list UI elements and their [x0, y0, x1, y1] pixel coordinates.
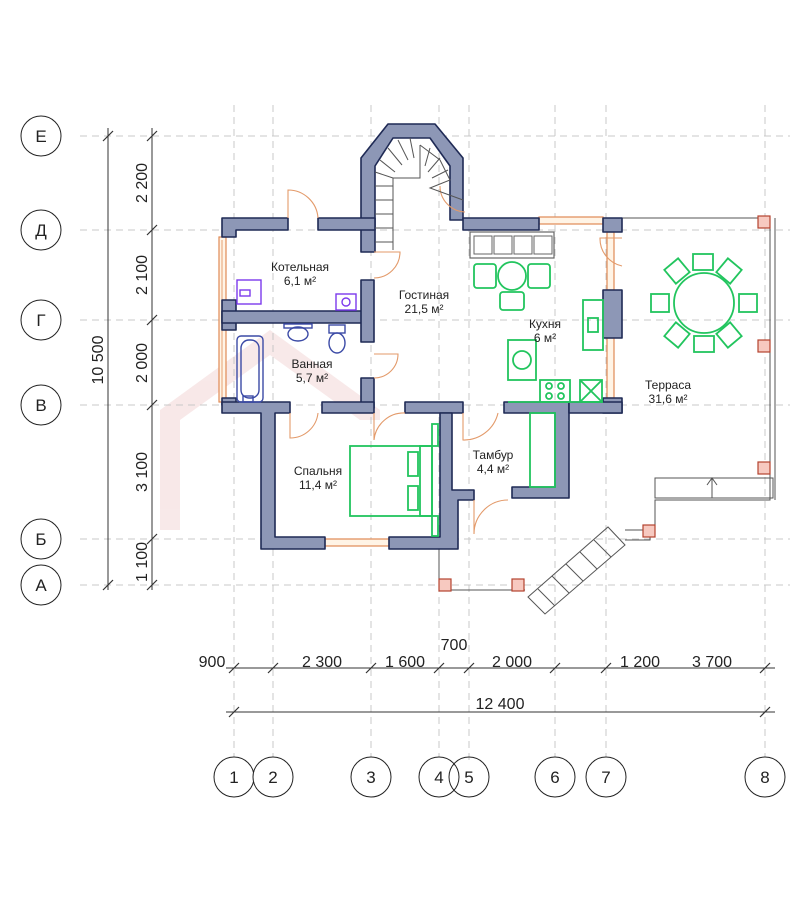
row-axis-marker-a: А [20, 564, 62, 606]
terrace-structure [438, 215, 776, 615]
vertical-dimensions: 10 500 2 200 2 100 2 000 3 100 1 100 [90, 128, 158, 591]
svg-text:Б: Б [35, 530, 46, 549]
svg-text:Г: Г [36, 311, 45, 330]
dim-segment: 2 200 [134, 163, 151, 203]
furniture [236, 231, 758, 537]
terrace-post [642, 524, 656, 538]
column-axis-marker-5: 5 [448, 756, 490, 798]
column-axis-marker-2: 2 [252, 756, 294, 798]
dim-segment: 3 100 [134, 452, 151, 492]
kitchen-fixtures [507, 299, 604, 403]
svg-text:А: А [35, 576, 47, 595]
svg-text:8: 8 [760, 768, 769, 787]
dim-segment: 1 600 [385, 654, 425, 671]
room-label-tambur: Тамбур [473, 448, 514, 462]
room-area-bedroom: 11,4 м² [299, 478, 337, 492]
room-area-boiler: 6,1 м² [284, 274, 316, 288]
tambur-wardrobe [529, 412, 556, 488]
terrace-post [511, 578, 525, 592]
column-axis-marker-6: 6 [534, 756, 576, 798]
dim-total-vertical: 10 500 [90, 335, 107, 384]
dim-segment: 3 700 [692, 654, 732, 671]
dim-segment: 1 200 [620, 654, 660, 671]
dim-total-horizontal: 12 400 [476, 696, 525, 713]
row-axis-marker-d: Д [20, 209, 62, 251]
room-label-bathroom: Ванная [291, 357, 332, 371]
room-label-boiler: Котельная [271, 260, 329, 274]
svg-text:7: 7 [601, 768, 610, 787]
dim-segment: 1 100 [134, 542, 151, 582]
svg-text:Е: Е [35, 127, 46, 146]
room-area-living: 21,5 м² [405, 302, 444, 316]
room-label-living: Гостиная [399, 288, 449, 302]
column-axis-markers: 1 2 3 4 5 6 7 8 [213, 756, 786, 798]
bedroom-bed [349, 423, 439, 537]
column-axis-marker-4: 4 [418, 756, 460, 798]
svg-text:4: 4 [434, 768, 443, 787]
dim-segment: 2 100 [134, 255, 151, 295]
svg-text:1: 1 [229, 768, 238, 787]
dim-segment: 2 000 [134, 343, 151, 383]
grid-lines [80, 105, 790, 760]
room-label-terrace: Терраса [645, 378, 691, 392]
svg-text:5: 5 [464, 768, 473, 787]
row-axis-marker-v: В [20, 384, 62, 426]
terrace-post [757, 339, 771, 353]
staircase [374, 137, 464, 250]
room-area-bathroom: 5,7 м² [296, 371, 328, 385]
column-axis-marker-3: 3 [350, 756, 392, 798]
boiler-unit [236, 279, 357, 311]
dim-segment: 900 [199, 654, 226, 671]
svg-text:Д: Д [35, 221, 47, 240]
row-axis-marker-g: Г [20, 299, 62, 341]
svg-text:В: В [35, 396, 46, 415]
terrace-dining-set [650, 253, 758, 353]
column-axis-marker-8: 8 [744, 756, 786, 798]
dim-segment: 2 300 [302, 654, 342, 671]
svg-text:2: 2 [268, 768, 277, 787]
doors [287, 185, 623, 535]
row-axis-marker-b: Б [20, 518, 62, 560]
svg-text:3: 3 [366, 768, 375, 787]
room-labels: Котельная 6,1 м² Гостиная 21,5 м² Кухня … [271, 260, 691, 492]
bathroom-fixtures [236, 323, 346, 403]
walls [221, 123, 623, 550]
terrace-post [757, 215, 771, 229]
room-area-tambur: 4,4 м² [477, 462, 509, 476]
column-axis-marker-1: 1 [213, 756, 255, 798]
room-area-terrace: 31,6 м² [649, 392, 688, 406]
dim-segment: 2 000 [492, 654, 532, 671]
room-label-bedroom: Спальня [294, 464, 342, 478]
room-label-kitchen: Кухня [529, 317, 561, 331]
horizontal-dimensions: 900 2 300 1 600 700 2 000 1 200 3 700 12… [199, 637, 775, 718]
room-area-kitchen: 6 м² [534, 331, 556, 345]
row-axis-markers: Е Д Г В Б А [20, 115, 62, 606]
terrace-post [438, 578, 452, 592]
dim-segment: 700 [441, 637, 468, 654]
column-axis-marker-7: 7 [585, 756, 627, 798]
porch-steps [527, 526, 626, 615]
row-axis-marker-e: Е [20, 115, 62, 157]
terrace-post [757, 461, 771, 475]
living-room-furniture [469, 231, 555, 311]
svg-text:6: 6 [550, 768, 559, 787]
